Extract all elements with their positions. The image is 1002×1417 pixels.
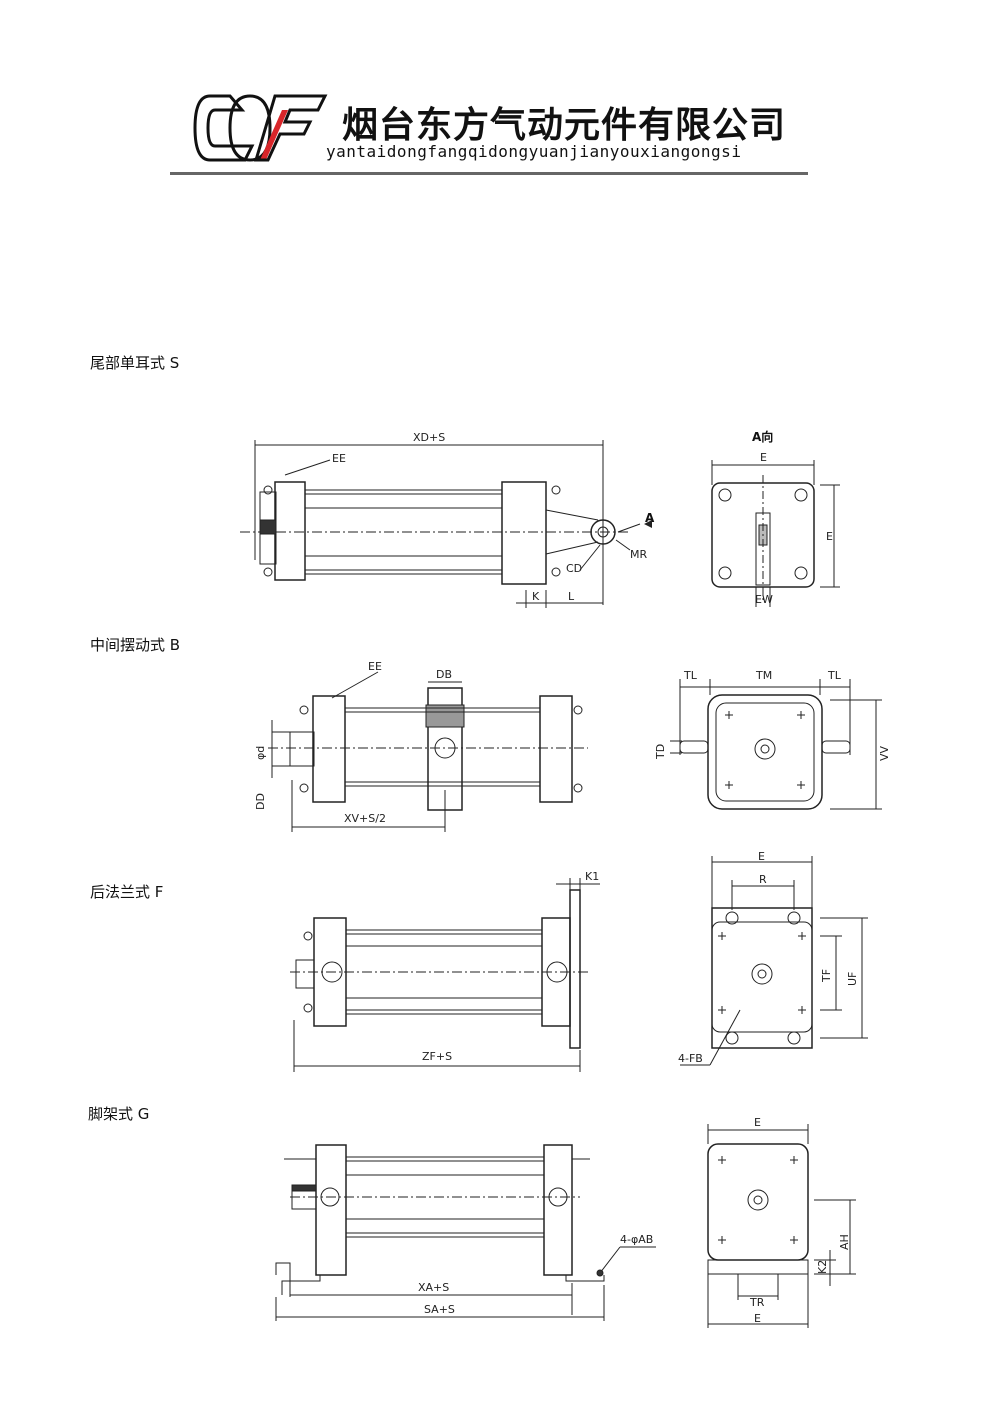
- label-l: L: [568, 590, 575, 603]
- label-r: R: [759, 873, 767, 886]
- label-vv: VV: [878, 745, 891, 761]
- drawing-s-end-view: A向 E E EW: [711, 429, 840, 607]
- logo-red-swoosh: [260, 110, 288, 160]
- drawing-g-side-view: 4-φAB XA+S SA+S: [275, 1144, 656, 1321]
- drawing-g-end-view: E AH K2 TR E: [707, 1116, 856, 1328]
- section-title-f: 后法兰式 F: [90, 883, 164, 901]
- label-k: K: [532, 590, 540, 603]
- label-tf: TF: [820, 969, 833, 983]
- label-mr: MR: [630, 548, 647, 561]
- section-title-b: 中间摆动式 B: [90, 636, 181, 654]
- company-name-cn: 烟台东方气动元件有限公司: [342, 105, 787, 146]
- label-e-g-top: E: [754, 1116, 761, 1129]
- label-db: DB: [436, 668, 452, 681]
- drawing-b-end-view: TL TM TL TD VV: [654, 669, 891, 810]
- company-logo: [193, 94, 328, 162]
- label-e-top: E: [760, 451, 767, 464]
- company-name-pinyin: yantaidongfangqidongyuanjianyouxiangongs…: [326, 142, 742, 161]
- drawing-f-end-view: E R TF UF 4-FB: [678, 850, 868, 1066]
- label-dd: DD: [254, 793, 267, 810]
- label-arrow-a: A: [645, 511, 655, 525]
- logo-o-shape: [228, 94, 272, 162]
- label-xa: XA+S: [418, 1281, 449, 1294]
- label-tl-left: TL: [683, 669, 698, 682]
- label-ah: AH: [838, 1234, 851, 1250]
- logo-f-shape: [253, 94, 328, 162]
- label-k1: K1: [585, 870, 599, 883]
- drawing-b-side-view: EE DB φd DD XV+S/2: [254, 660, 588, 832]
- label-sa: SA+S: [424, 1303, 455, 1316]
- section-title-g: 脚架式 G: [88, 1105, 150, 1123]
- label-ee: EE: [332, 452, 346, 465]
- label-view-a: A向: [752, 429, 773, 444]
- logo-c-shape: [193, 94, 255, 162]
- section-title-s: 尾部单耳式 S: [90, 354, 180, 372]
- label-fb: 4-FB: [678, 1052, 703, 1065]
- label-e-side: E: [826, 530, 833, 543]
- label-ew: EW: [755, 593, 773, 606]
- label-k2: K2: [816, 1260, 829, 1274]
- header: 烟台东方气动元件有限公司 yantaidongfangqidongyuanjia…: [0, 0, 1002, 190]
- label-tl-right: TL: [827, 669, 842, 682]
- drawing-f-side-view: K1 ZF+S: [290, 870, 600, 1072]
- label-td: TD: [654, 744, 667, 760]
- label-d: φd: [254, 746, 267, 760]
- label-e-g-bottom: E: [754, 1312, 761, 1325]
- label-e-f: E: [758, 850, 765, 863]
- label-xv: XV+S/2: [344, 812, 386, 825]
- label-uf: UF: [846, 972, 859, 986]
- label-ee-b: EE: [368, 660, 382, 673]
- label-zf: ZF+S: [422, 1050, 452, 1063]
- label-tm: TM: [755, 669, 772, 682]
- label-tr: TR: [749, 1296, 765, 1309]
- label-xd: XD+S: [413, 431, 445, 444]
- drawing-s-side-view: XD+S EE A MR CD K L: [240, 431, 655, 608]
- header-divider: [170, 172, 808, 175]
- label-ab: 4-φAB: [620, 1233, 653, 1246]
- label-cd: CD: [566, 562, 582, 575]
